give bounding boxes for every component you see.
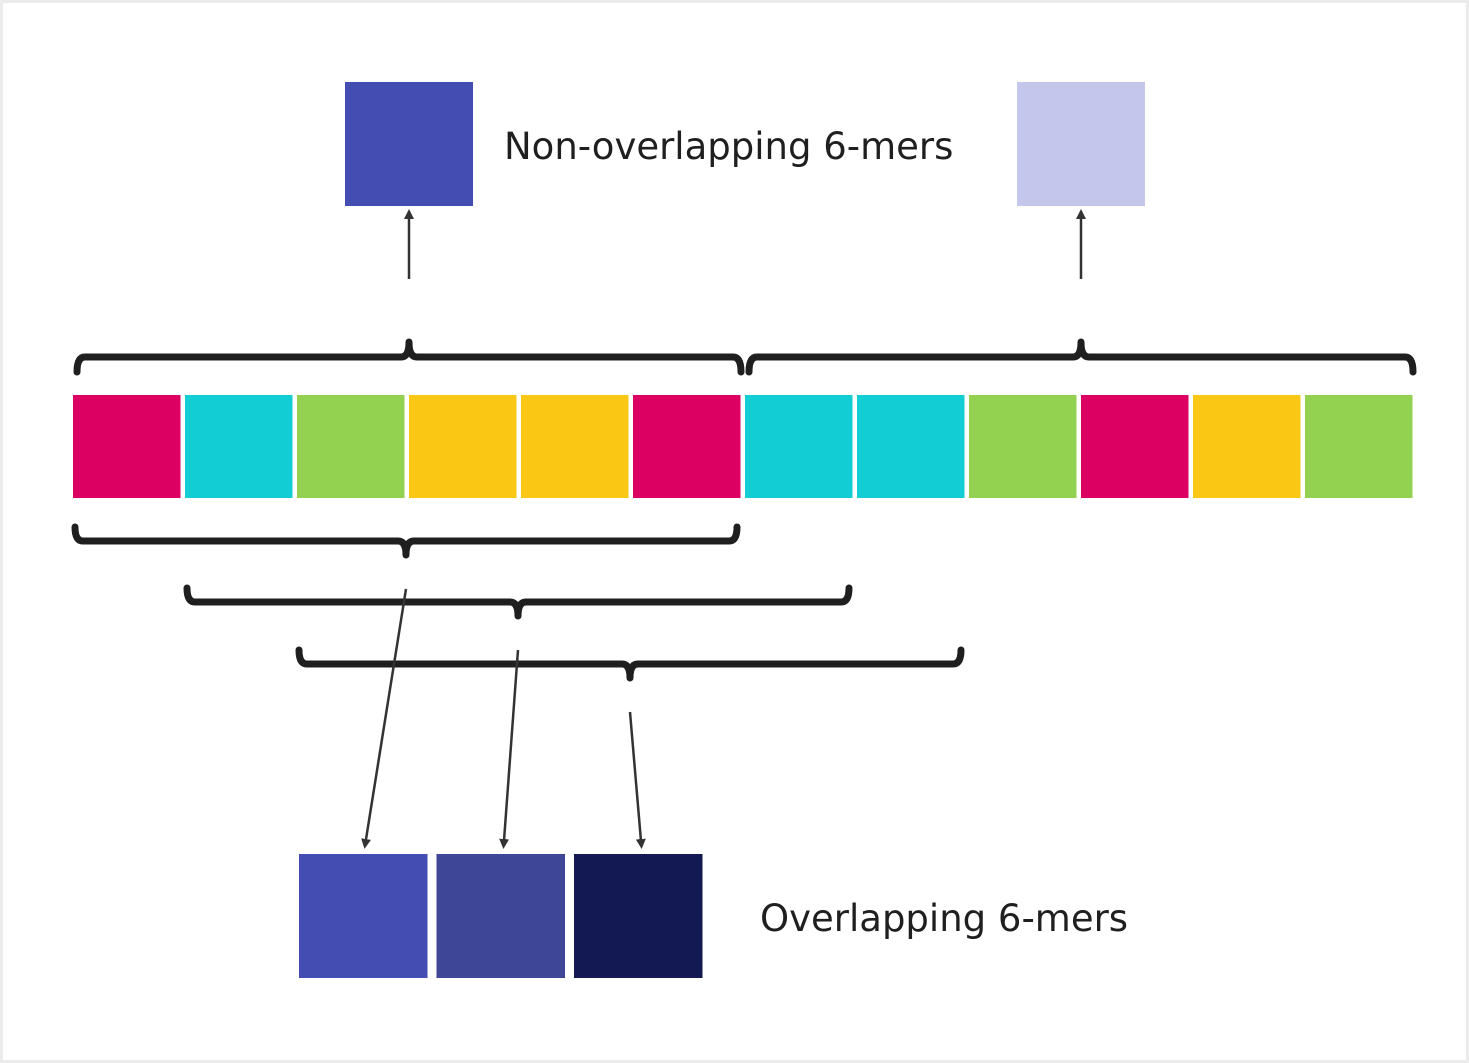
non-overlapping-kmer-boxes xyxy=(345,82,1145,206)
non-overlapping-kmer-box xyxy=(1017,82,1145,206)
sequence-cell xyxy=(633,395,741,498)
arrow-icon xyxy=(499,649,520,849)
curly-brace xyxy=(745,338,1417,376)
sequence-strip xyxy=(73,395,1413,498)
curly-brace xyxy=(295,646,965,682)
curly-brace xyxy=(183,584,853,620)
overlapping-kmer-box xyxy=(574,854,703,978)
non-overlapping-label: Non-overlapping 6-mers xyxy=(504,125,954,168)
arrow-icon xyxy=(361,588,408,849)
sequence-cell xyxy=(1081,395,1189,498)
sequence-cell xyxy=(73,395,181,498)
overlapping-kmer-box xyxy=(299,854,428,978)
overlapping-kmer-box xyxy=(436,854,565,978)
sequence-cell xyxy=(521,395,629,498)
overlapping-label: Overlapping 6-mers xyxy=(760,897,1129,940)
sequence-cell xyxy=(745,395,853,498)
sequence-cell xyxy=(969,395,1077,498)
overlapping-braces xyxy=(71,523,965,682)
non-overlapping-braces xyxy=(73,338,1417,376)
sequence-cell xyxy=(1193,395,1301,498)
curly-brace xyxy=(73,338,745,376)
sequence-cell xyxy=(297,395,405,498)
non-overlapping-kmer-box xyxy=(345,82,473,206)
sequence-cell xyxy=(857,395,965,498)
sequence-cell xyxy=(185,395,293,498)
sequence-cell xyxy=(409,395,517,498)
curly-brace xyxy=(71,523,741,559)
overlapping-kmer-boxes xyxy=(299,854,703,978)
sequence-cell xyxy=(1305,395,1413,498)
arrows xyxy=(361,209,1086,849)
arrow-icon xyxy=(628,711,646,849)
